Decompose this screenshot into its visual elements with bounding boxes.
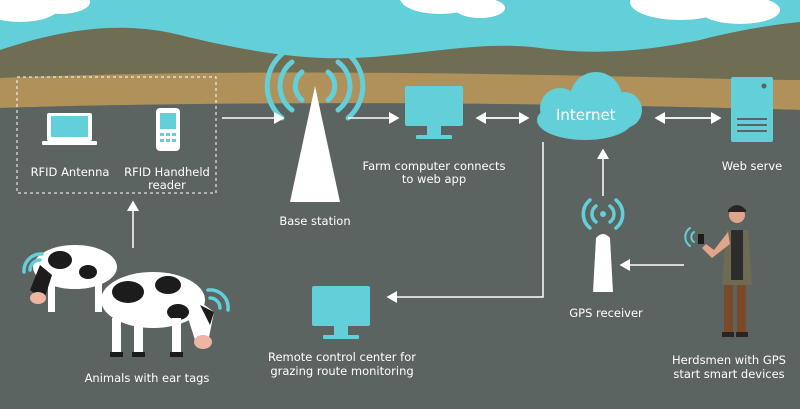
base-station-tower-icon <box>264 51 366 202</box>
internet-label: Internet <box>556 106 616 124</box>
remote-center-monitor-icon <box>312 286 370 339</box>
farm-computer-label-line1: Farm computer connects <box>362 159 506 173</box>
laptop-icon <box>42 113 97 145</box>
rfid-group-box <box>16 76 217 194</box>
remote-center-label-line1: Remote control center for <box>267 350 416 364</box>
gps-receiver-label: GPS receiver <box>569 306 643 320</box>
rfid-reader-label-line2: reader <box>148 178 186 192</box>
rfid-antenna-label: RFID Antenna <box>30 165 110 179</box>
farm-computer-label-line2: to web app <box>401 172 467 186</box>
herdsman-icon <box>684 205 752 337</box>
herdsmen-label-line1: Herdsmen with GPS <box>672 353 786 367</box>
remote-center-label-line2: grazing route monitoring <box>270 364 414 378</box>
gps-receiver-icon <box>581 198 625 292</box>
arrow-internet-to-remote <box>386 142 544 303</box>
cloud-decor <box>0 0 780 24</box>
cow-back-icon <box>30 245 117 312</box>
rfid-reader-label-line1: RFID Handheld <box>124 165 210 179</box>
farm-computer-icon <box>405 86 463 139</box>
cow-front-icon <box>101 272 214 357</box>
herdsmen-label-line2: start smart devices <box>673 367 785 381</box>
internet-cloud-icon <box>537 72 642 140</box>
handheld-reader-icon <box>156 108 180 151</box>
web-server-label: Web serve <box>721 159 783 173</box>
ear-tag-signal-icon <box>22 252 230 312</box>
web-server-icon <box>731 77 773 142</box>
base-station-label: Base station <box>279 214 351 228</box>
animals-label: Animals with ear tags <box>84 371 210 385</box>
flow-arrows <box>127 112 722 303</box>
